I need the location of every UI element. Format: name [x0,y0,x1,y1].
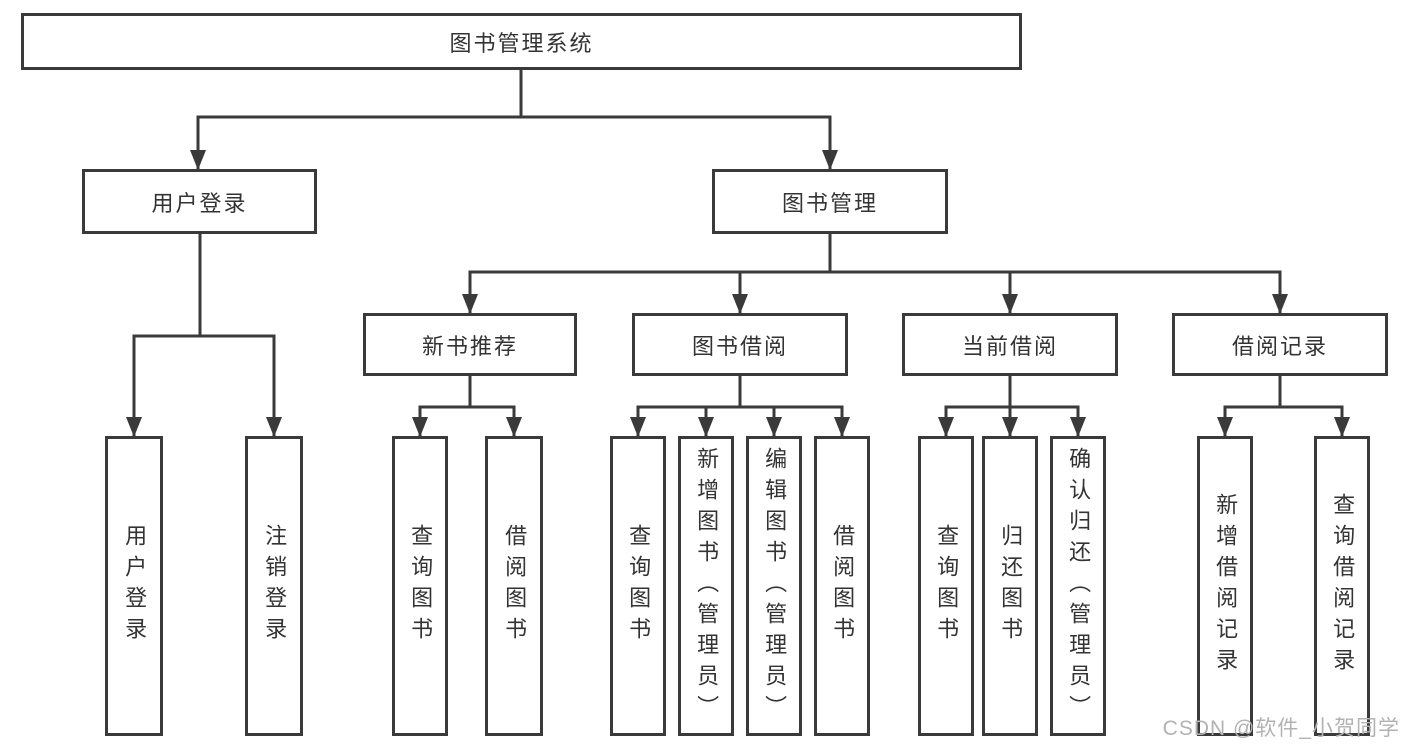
node-borrowing-records: 借阅记录 [1172,313,1388,376]
leaf-confirm-return-admin: 确认归还（管理员） [1050,436,1106,736]
leaf-label: 借阅图书 [830,524,856,648]
leaf-label: 查询借阅记录 [1330,493,1356,679]
leaf-borrow-books-recommend: 借阅图书 [485,436,543,736]
node-label: 当前借阅 [961,333,1058,359]
node-label: 图书管理系统 [449,30,594,56]
leaf-query-books-borrowing: 查询图书 [610,436,666,736]
leaf-query-books-recommend: 查询图书 [392,436,448,736]
leaf-label: 注销登录 [262,524,288,648]
leaf-borrow-books-borrowing: 借阅图书 [814,436,870,736]
leaf-label: 归还图书 [998,524,1024,648]
connector-path [132,69,1344,437]
node-label: 图书借阅 [691,333,788,359]
node-label: 用户登录 [151,190,248,216]
leaf-add-borrow-record: 新增借阅记录 [1197,436,1253,736]
leaf-label: 借阅图书 [502,524,528,648]
leaf-label: 编辑图书（管理员） [762,446,788,726]
leaf-label: 新增图书（管理员） [694,446,720,726]
leaf-query-books-current: 查询图书 [918,436,974,736]
leaf-label: 确认归还（管理员） [1066,446,1092,726]
node-library-management-system: 图书管理系统 [21,13,1022,70]
node-book-management: 图书管理 [712,169,948,234]
leaf-edit-book-admin: 编辑图书（管理员） [746,436,802,736]
node-new-book-recommendation: 新书推荐 [363,313,577,376]
leaf-label: 新增借阅记录 [1213,493,1239,679]
node-label: 图书管理 [781,190,878,216]
node-label: 借阅记录 [1231,333,1328,359]
node-book-borrowing: 图书借阅 [632,313,848,376]
watermark-text: CSDN @软件_小贺同学 [1162,717,1400,740]
leaf-user-login: 用户登录 [105,436,163,736]
node-current-borrowing: 当前借阅 [902,313,1118,376]
leaf-query-borrow-record: 查询借阅记录 [1314,436,1370,736]
leaf-return-books: 归还图书 [982,436,1038,736]
leaf-label: 查询图书 [408,524,434,648]
leaf-add-book-admin: 新增图书（管理员） [678,436,734,736]
node-label: 新书推荐 [421,333,518,359]
leaf-logout: 注销登录 [245,436,303,736]
leaf-label: 用户登录 [122,524,148,648]
node-user-login: 用户登录 [82,169,317,234]
leaf-label: 查询图书 [934,524,960,648]
leaf-label: 查询图书 [626,524,652,648]
